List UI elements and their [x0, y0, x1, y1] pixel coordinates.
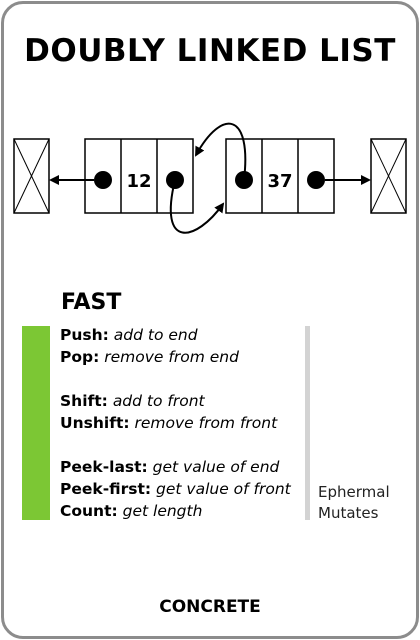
traits-list: Ephermal Mutates — [318, 482, 390, 524]
operation-peek-last: Peek-last: get value of end — [60, 456, 291, 478]
operation-shift: Shift: add to front — [60, 390, 291, 412]
node-1: 12 — [84, 138, 194, 214]
node-2-next-pointer — [307, 171, 325, 189]
operation-desc: get value of end — [152, 458, 280, 476]
speed-bar — [22, 326, 50, 520]
speed-label: FAST — [61, 290, 122, 315]
operation-group-end: Push: add to end Pop: remove from end — [60, 324, 291, 368]
operation-unshift: Unshift: remove from front — [60, 412, 291, 434]
operation-gap — [60, 368, 291, 390]
card-title: DOUBLY LINKED LIST — [24, 33, 396, 69]
operation-name: Count: — [60, 502, 118, 520]
operation-desc: add to end — [113, 326, 198, 344]
operation-name: Push: — [60, 326, 109, 344]
null-terminal-right — [370, 138, 407, 214]
operation-desc: get length — [122, 502, 203, 520]
operation-name: Shift: — [60, 392, 108, 410]
node-1-prev-pointer — [94, 171, 112, 189]
operation-desc: add to front — [112, 392, 205, 410]
operation-name: Peek-first: — [60, 480, 152, 498]
operation-desc: remove from end — [104, 348, 239, 366]
operation-desc: remove from front — [134, 414, 278, 432]
operation-group-peek: Peek-last: get value of end Peek-first: … — [60, 456, 291, 522]
operation-pop: Pop: remove from end — [60, 346, 291, 368]
operation-gap — [60, 434, 291, 456]
card-footer: CONCRETE — [159, 597, 261, 617]
node-2: 37 — [225, 138, 335, 214]
arrow-next-link — [169, 179, 225, 234]
node-2-value: 37 — [267, 171, 292, 192]
operation-name: Unshift: — [60, 414, 130, 432]
node-1-value: 12 — [126, 171, 151, 192]
null-terminal-left — [13, 138, 50, 214]
operations-list: Push: add to end Pop: remove from end Sh… — [60, 324, 291, 522]
operation-peek-first: Peek-first: get value of front — [60, 478, 291, 500]
arrow-prev-link — [195, 122, 247, 181]
trait-mutates: Mutates — [318, 504, 379, 522]
operation-count: Count: get length — [60, 500, 291, 522]
trait-ephermal: Ephermal — [318, 483, 390, 501]
linked-list-diagram: 12 37 — [13, 122, 407, 234]
operation-name: Peek-last: — [60, 458, 148, 476]
operation-push: Push: add to end — [60, 324, 291, 346]
operation-name: Pop: — [60, 348, 100, 366]
section-divider — [305, 326, 310, 520]
operation-group-front: Shift: add to front Unshift: remove from… — [60, 390, 291, 434]
operation-desc: get value of front — [156, 480, 291, 498]
